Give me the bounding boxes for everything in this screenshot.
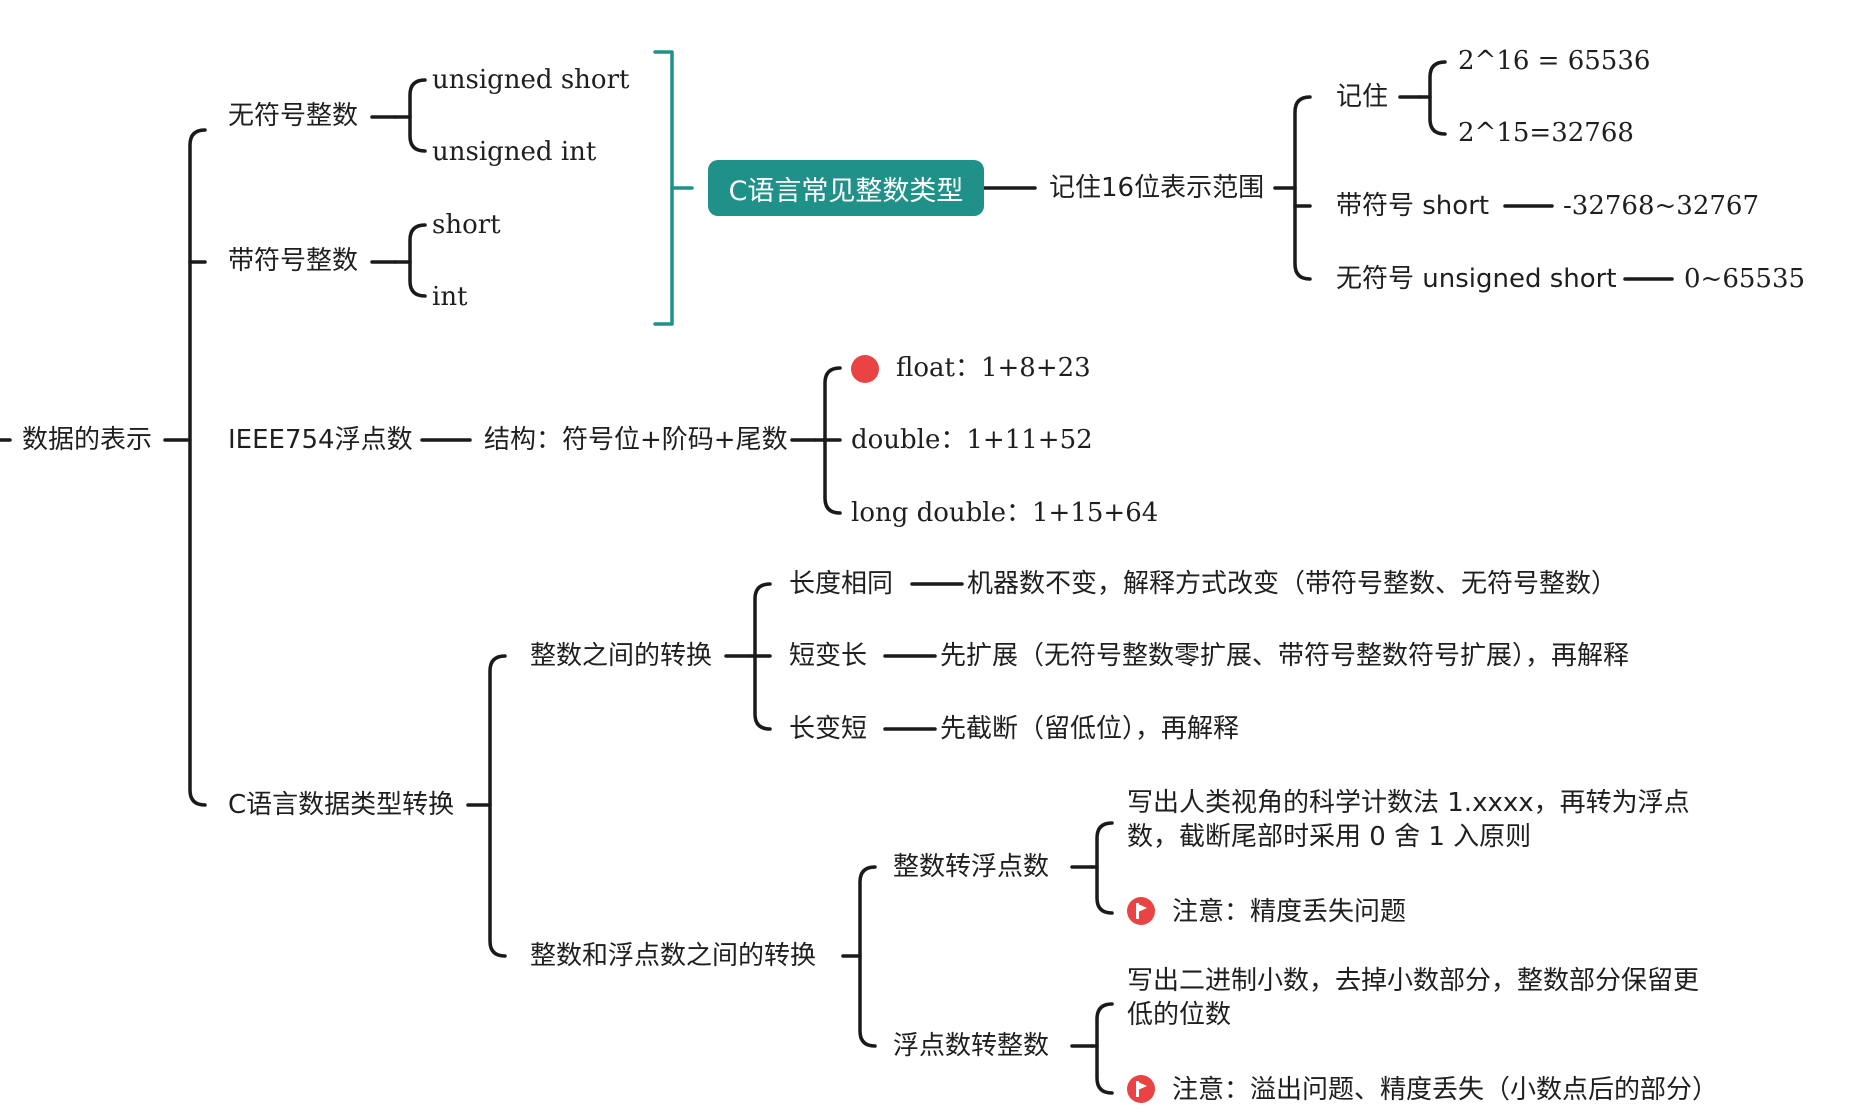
same-length-node[interactable]: 长度相同 (789, 569, 894, 599)
common-int-types-node[interactable]: C语言常见整数类型 (708, 160, 984, 216)
int-to-float-node[interactable]: 整数转浮点数 (893, 852, 1050, 882)
float-to-int-note[interactable]: 注意：溢出问题、精度丢失（小数点后的部分） (1172, 1075, 1719, 1105)
red-dot-icon (851, 355, 879, 383)
long-to-short-node[interactable]: 长变短 (789, 714, 868, 744)
signed-short-node[interactable]: 带符号 short (1336, 191, 1490, 221)
conversion-node[interactable]: C语言数据类型转换 (228, 790, 455, 820)
unsigned-short-node[interactable]: unsigned short (432, 65, 630, 95)
short-node[interactable]: short (432, 210, 501, 240)
unsigned-int-node[interactable]: 无符号整数 (228, 101, 359, 131)
same-length-desc[interactable]: 机器数不变，解释方式改变（带符号整数、无符号整数） (967, 569, 1618, 599)
short-to-long-node[interactable]: 短变长 (789, 641, 868, 671)
int-to-float-note[interactable]: 注意：精度丢失问题 (1172, 897, 1407, 927)
float-to-int-node[interactable]: 浮点数转整数 (893, 1031, 1050, 1061)
unsigned-short-range-node[interactable]: 无符号 unsigned short (1336, 264, 1617, 294)
float-node[interactable]: float：1+8+23 (896, 353, 1091, 383)
short-to-long-desc[interactable]: 先扩展（无符号整数零扩展、带符号整数符号扩展），再解释 (940, 641, 1630, 671)
double-node[interactable]: double：1+11+52 (851, 425, 1093, 455)
pow16-node[interactable]: 2^16 = 65536 (1458, 46, 1651, 76)
unsigned-int-type-node[interactable]: unsigned int (432, 137, 597, 167)
signed-short-range[interactable]: -32768~32767 (1563, 191, 1759, 221)
int-node[interactable]: int (432, 282, 468, 312)
structure-node[interactable]: 结构：符号位+阶码+尾数 (484, 425, 788, 455)
pow15-node[interactable]: 2^15=32768 (1458, 118, 1634, 148)
flag-icon (1127, 897, 1155, 925)
float-to-int-desc[interactable]: 写出二进制小数，去掉小数部分，整数部分保留更低的位数 (1127, 966, 1700, 1030)
range-node[interactable]: 记住16位表示范围 (1049, 173, 1265, 203)
unsigned-short-range[interactable]: 0~65535 (1684, 264, 1806, 294)
long-to-short-desc[interactable]: 先截断（留低位），再解释 (940, 714, 1240, 744)
int-to-int-node[interactable]: 整数之间的转换 (530, 641, 713, 671)
flag-icon (1127, 1075, 1155, 1103)
long-double-node[interactable]: long double：1+15+64 (851, 498, 1159, 528)
remember-node[interactable]: 记住 (1336, 82, 1389, 112)
int-float-node[interactable]: 整数和浮点数之间的转换 (530, 941, 817, 971)
root-node[interactable]: 数据的表示 (22, 425, 153, 455)
int-to-float-desc[interactable]: 写出人类视角的科学计数法 1.xxxx，再转为浮点数，截断尾部时采用 0 舍 1… (1127, 788, 1690, 852)
signed-int-node[interactable]: 带符号整数 (228, 246, 359, 276)
ieee754-node[interactable]: IEEE754浮点数 (228, 425, 413, 455)
